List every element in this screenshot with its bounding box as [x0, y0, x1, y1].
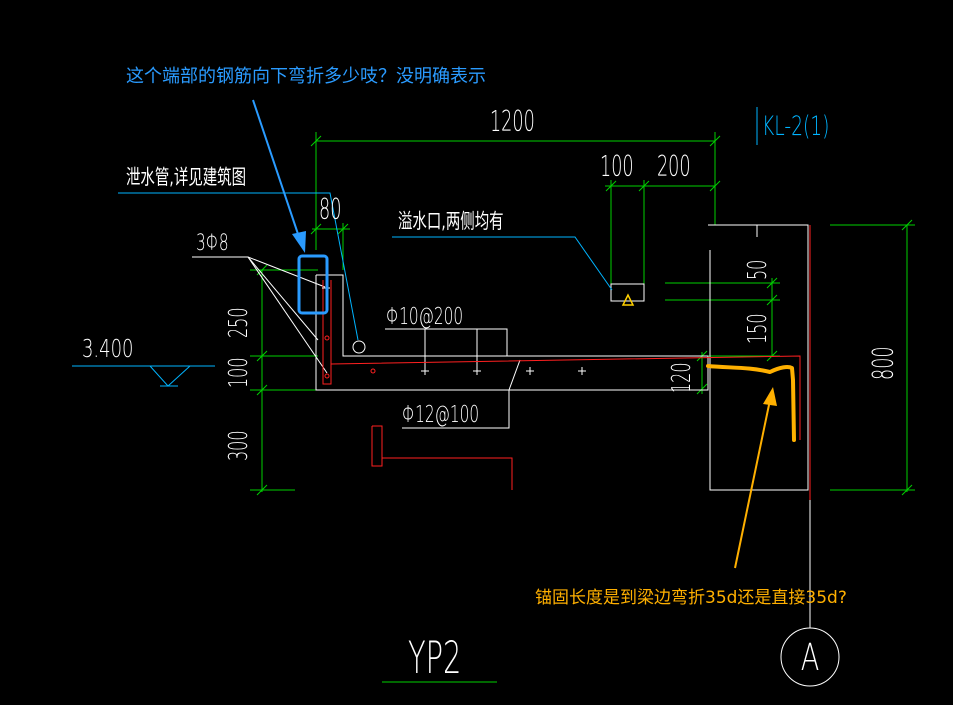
- blue-arrow-icon: [252, 99, 306, 253]
- drain-pipe-label: 泄水管,详见建筑图: [126, 166, 246, 190]
- rebar-corner-dot: [324, 373, 330, 379]
- dimension-100-top: 100: [600, 150, 634, 184]
- dimension-150: 150: [743, 313, 773, 344]
- dimension-250: 250: [224, 307, 254, 338]
- top-bar-label: Φ10@200: [386, 303, 463, 330]
- overflow-triangle-icon: [621, 293, 635, 306]
- axis-label: A: [801, 636, 820, 679]
- question-bottom-text: 锚固长度是到梁边弯折35d还是直接35d?: [535, 588, 847, 608]
- overflow-label: 溢水口,两侧均有: [398, 210, 504, 234]
- dimension-100-left: 100: [224, 357, 254, 388]
- dimension-800: 800: [867, 346, 901, 380]
- dimension-50: 50: [743, 260, 773, 280]
- blue-highlight-box: [297, 254, 329, 315]
- dimension-120: 120: [667, 362, 697, 393]
- elevation-label: 3.400: [82, 335, 133, 364]
- bottom-bar-label: Φ12@100: [402, 401, 479, 428]
- drawing-title: YP2: [408, 632, 461, 684]
- dimension-1200: 1200: [490, 105, 535, 139]
- stirrup-bars-label: 3Φ8: [196, 229, 229, 256]
- orange-marked-anchorage-bar: [706, 364, 796, 442]
- dimension-80: 80: [319, 193, 341, 227]
- question-top-text: 这个端部的钢筋向下弯折多少吱？没明确表示: [126, 66, 486, 87]
- orange-arrow-icon: [734, 387, 777, 569]
- dimension-lines: [250, 132, 915, 683]
- dimension-300: 300: [224, 430, 254, 461]
- dimension-200-top: 200: [657, 150, 691, 184]
- concrete-outline: [315, 224, 809, 491]
- leader-lines: [72, 107, 840, 687]
- rebar-corner-dot: [324, 335, 330, 341]
- rebar-lines: [322, 225, 811, 500]
- beam-label: KL-2(1): [762, 112, 829, 142]
